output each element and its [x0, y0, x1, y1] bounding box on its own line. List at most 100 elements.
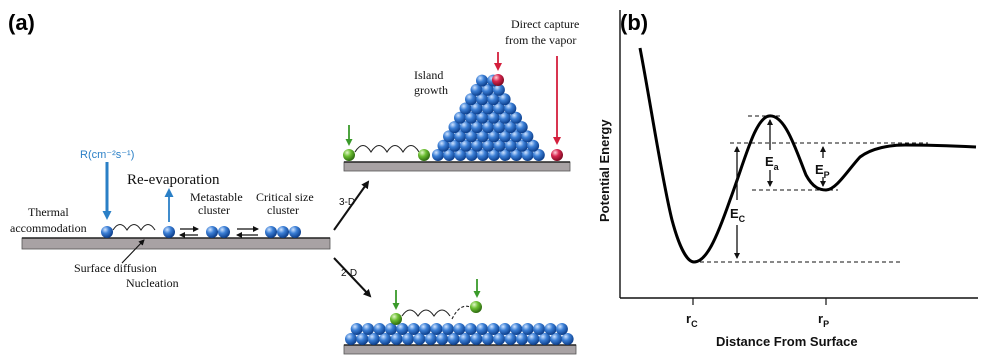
island-atom	[448, 139, 461, 152]
island-atom	[504, 121, 517, 134]
island-atom	[454, 149, 467, 161]
layer-2d	[345, 323, 574, 345]
layer-atom	[390, 333, 403, 345]
layer-atom	[550, 333, 563, 345]
island-atom	[459, 121, 472, 134]
layer-atom	[350, 323, 363, 335]
thermal-label-2: accommodation	[10, 221, 87, 235]
panel-b: (b) rC rP Distance From Surface Potentia…	[597, 10, 978, 349]
island-atom	[476, 93, 489, 106]
path-2d-arrow	[333, 257, 372, 298]
layer-atom	[402, 333, 414, 345]
island-atom	[482, 139, 495, 152]
panel-b-label: (b)	[620, 10, 648, 35]
layer-atom	[498, 323, 511, 335]
panel-a: (a) R(cm⁻²s⁻¹) Re-evaporation	[8, 10, 579, 355]
island-atom	[471, 139, 484, 152]
island-atom	[476, 74, 488, 87]
green-hops-3d	[354, 144, 420, 154]
island-atom	[476, 130, 489, 143]
island-atom	[504, 139, 517, 152]
island-atom	[510, 130, 523, 143]
path-3d-label: 3-D	[339, 197, 355, 208]
ea-label: Ea	[765, 154, 780, 172]
adatom-thermal	[101, 226, 113, 238]
island-atom	[454, 130, 467, 143]
layer-atom	[538, 333, 551, 345]
layer-atom	[516, 333, 528, 345]
island-atom	[459, 102, 472, 115]
island-atom	[504, 102, 517, 115]
island-atom	[527, 139, 540, 152]
metastable-cluster	[206, 226, 230, 238]
layer-atom	[476, 323, 489, 335]
layer-atom	[544, 323, 557, 335]
flux-label: R(cm⁻²s⁻¹)	[80, 149, 134, 161]
potential-energy-curve	[638, 47, 977, 264]
layer-atom	[430, 323, 443, 335]
island-label-1: Island	[414, 68, 443, 82]
x-axis-label: Distance From Surface	[716, 334, 858, 349]
island-atom	[499, 130, 511, 143]
red-atom-top	[492, 74, 504, 86]
layer-atom	[527, 333, 540, 345]
island-atom	[488, 149, 500, 161]
island-atom	[443, 130, 455, 143]
island-atom	[459, 139, 472, 152]
island-atom	[515, 139, 528, 152]
layer-atom	[555, 323, 568, 335]
substrate-main	[21, 237, 331, 250]
island-atom	[521, 149, 534, 161]
critical-label-2: cluster	[267, 203, 299, 217]
green-adatom-3d	[343, 149, 355, 161]
island-label-2: growth	[414, 83, 448, 97]
layer-atom	[561, 333, 574, 345]
adatom-diffusing	[163, 226, 175, 238]
layer-atom	[510, 323, 523, 335]
nucleation-label: Nucleation	[126, 276, 179, 290]
substrate-3d	[343, 161, 571, 172]
path-3d-arrow	[333, 180, 370, 231]
layer-atom	[424, 333, 437, 345]
layer-atom	[396, 323, 409, 335]
layer-atom	[345, 333, 357, 345]
island-atom	[465, 130, 478, 143]
layer-atom	[459, 333, 471, 345]
layer-atom	[447, 333, 460, 345]
y-axis-label: Potential Energy	[597, 119, 612, 222]
island-atom	[481, 83, 494, 96]
green-adatom-2d-right	[470, 301, 482, 313]
island-atom	[443, 149, 456, 161]
island-atom	[465, 93, 477, 106]
surface-diffusion-pointer	[121, 239, 145, 264]
island-atom	[487, 93, 500, 106]
layer-atom	[470, 333, 483, 345]
island-atom	[476, 149, 489, 161]
direct-capture-label-2: from the vapor	[505, 33, 576, 47]
island-atom	[493, 139, 506, 152]
critical-label-1: Critical size	[256, 190, 314, 204]
island-atom	[465, 149, 478, 161]
critical-cluster	[265, 226, 301, 238]
diffusion-hops	[112, 223, 156, 232]
island-atom	[493, 102, 506, 115]
layer-atom	[419, 323, 432, 335]
island-atom	[482, 121, 495, 134]
tick-label-rc: rC	[686, 311, 698, 329]
layer-atom	[436, 333, 449, 345]
island-atom	[470, 102, 483, 115]
ep-label: EP	[815, 162, 830, 180]
green-adatom-2d-left	[390, 313, 402, 325]
island-atom	[510, 111, 522, 124]
tick-label-rp: rP	[818, 311, 829, 329]
reevaporation-label: Re-evaporation	[127, 172, 220, 188]
island-atom	[493, 121, 506, 134]
layer-atom	[453, 323, 466, 335]
path-2d-label: 2-D	[341, 268, 357, 279]
green-atom-landed-3d	[418, 149, 430, 161]
layer-atom	[464, 323, 477, 335]
layer-atom	[367, 333, 380, 345]
island-atom	[437, 139, 450, 152]
layer-atom	[413, 333, 426, 345]
layer-atom	[384, 323, 397, 335]
